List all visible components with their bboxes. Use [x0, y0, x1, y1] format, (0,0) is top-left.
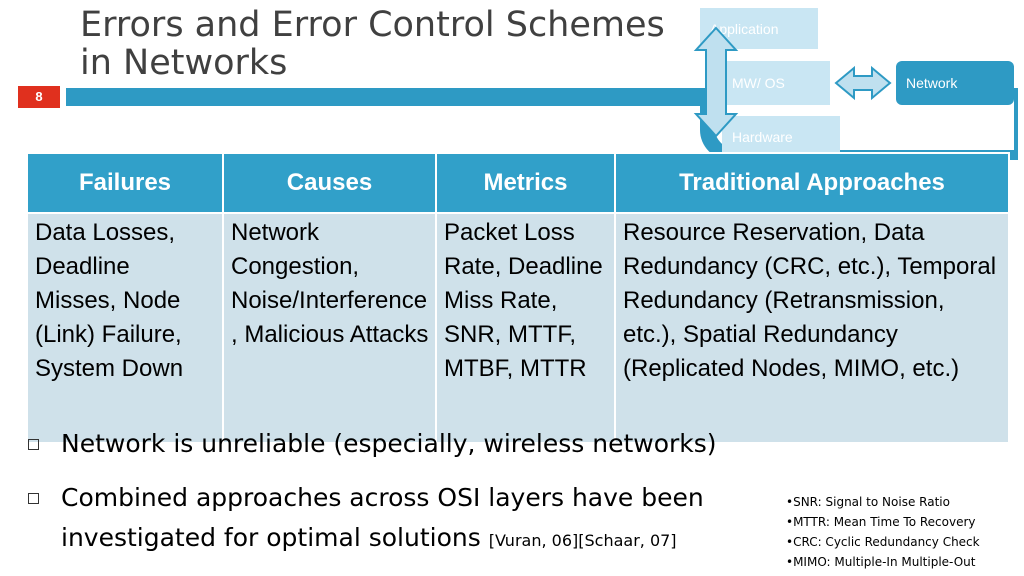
layer-box-application: Application: [700, 8, 818, 49]
layer-label-mw-os: MW/ OS: [732, 75, 785, 91]
list-item: Network is unreliable (especially, wirel…: [28, 424, 788, 464]
layer-box-network: Network: [896, 61, 1014, 105]
error-control-table: Failures Causes Metrics Traditional Appr…: [26, 152, 1010, 444]
header-failures: Failures: [26, 152, 224, 214]
header-traditional-approaches: Traditional Approaches: [614, 152, 1010, 214]
footnote-mttr: •MTTR: Mean Time To Recovery: [786, 515, 976, 529]
title-line-2: in Networks: [80, 43, 288, 83]
square-bullet-icon: [28, 493, 39, 504]
table-header-row: Failures Causes Metrics Traditional Appr…: [26, 152, 1010, 214]
footnotes: •SNR: Signal to Noise Ratio •MTTR: Mean …: [786, 492, 1022, 572]
slide-title: Errors and Error Control Schemes in Netw…: [80, 6, 690, 82]
footnote-mimo: •MIMO: Multiple-In Multiple-Out: [786, 555, 976, 569]
list-item: Combined approaches across OSI layers ha…: [28, 478, 788, 561]
header-accent-bar: [66, 88, 700, 106]
cell-approaches: Resource Reservation, Data Redundancy (C…: [614, 212, 1010, 444]
bullet-list: Network is unreliable (especially, wirel…: [28, 424, 788, 575]
header-metrics: Metrics: [435, 152, 616, 214]
footnote-snr: •SNR: Signal to Noise Ratio: [786, 495, 950, 509]
footnote-crc: •CRC: Cyclic Redundancy Check: [786, 535, 980, 549]
page-number-badge: 8: [18, 86, 60, 108]
layer-box-mw-os: MW/ OS: [722, 61, 830, 105]
bullet-text: Combined approaches across OSI layers ha…: [61, 483, 704, 552]
cell-causes: Network Congestion, Noise/Interference, …: [222, 212, 437, 444]
layer-label-application: Application: [710, 20, 779, 37]
layer-box-hardware: Hardware: [722, 116, 840, 158]
table-row: Data Losses, Deadline Misses, Node (Link…: [26, 212, 1010, 444]
layer-label-network: Network: [906, 75, 958, 91]
title-line-1: Errors and Error Control Schemes: [80, 5, 665, 45]
bullet-text: Network is unreliable (especially, wirel…: [61, 429, 717, 458]
square-bullet-icon: [28, 439, 39, 450]
cell-metrics: Packet Loss Rate, Deadline Miss Rate, SN…: [435, 212, 616, 444]
citation: [Vuran, 06][Schaar, 07]: [488, 531, 677, 550]
layer-label-hardware: Hardware: [732, 129, 793, 145]
header-causes: Causes: [222, 152, 437, 214]
cell-failures: Data Losses, Deadline Misses, Node (Link…: [26, 212, 224, 444]
